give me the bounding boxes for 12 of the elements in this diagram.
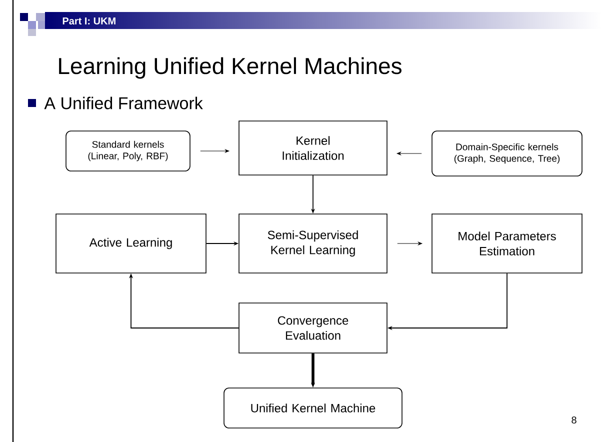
process-box: Active Learning [56, 214, 206, 274]
bullet-text: A Unified Framework [44, 96, 203, 110]
header-text: Part I: UKM [62, 18, 116, 24]
rounded-box: Domain-Specific kernels (Graph, Sequence, Tree) [432, 130, 582, 176]
rounded-box: Unified Kernel Machine [224, 388, 402, 428]
process-box: Convergence Evaluation [238, 302, 388, 354]
title: Learning Unified Kernel Machines [59, 57, 402, 79]
process-box: Kernel Initialization [238, 120, 388, 176]
process-box: Semi-Supervised Kernel Learning [238, 214, 388, 274]
rounded-box: Standard kernels (Linear, Poly, RBF) [66, 130, 190, 172]
process-box: Model Parameters Estimation [432, 214, 582, 274]
page-number: 8 [572, 416, 576, 424]
